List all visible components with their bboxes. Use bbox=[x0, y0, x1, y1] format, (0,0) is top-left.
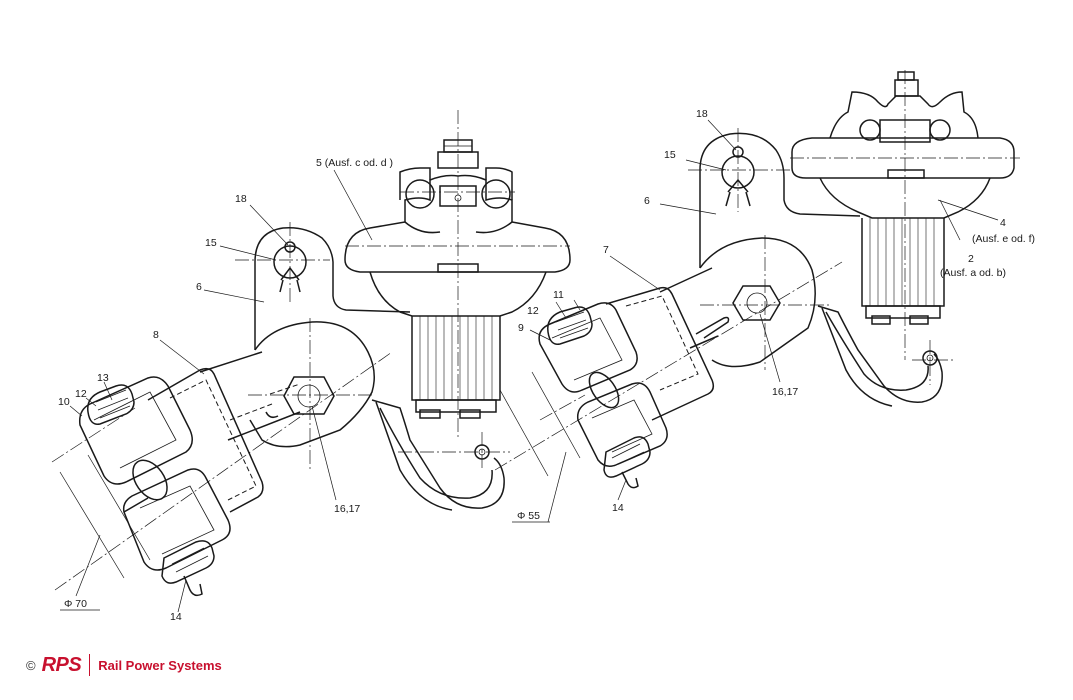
part-labels: 18 15 6 5 (Ausf. c od. d ) 8 13 12 10 16… bbox=[58, 108, 1035, 623]
footer-divider bbox=[89, 654, 91, 676]
label-left-dia70: Φ 70 bbox=[64, 598, 87, 610]
label-right-14: 14 bbox=[612, 502, 624, 514]
label-right-15: 15 bbox=[664, 149, 676, 161]
right-clamp-body-7 bbox=[605, 286, 715, 421]
right-nut-14 bbox=[603, 436, 651, 478]
right-eye-hole bbox=[721, 155, 755, 189]
label-left-5: 5 (Ausf. c od. d ) bbox=[316, 157, 393, 169]
label-left-1617: 16,17 bbox=[334, 503, 360, 515]
label-left-14: 14 bbox=[170, 611, 182, 623]
label-left-6: 6 bbox=[196, 281, 202, 293]
left-assembly bbox=[51, 110, 571, 611]
label-right-9: 9 bbox=[518, 322, 524, 334]
left-bracket-plate bbox=[254, 226, 411, 350]
label-left-18: 18 bbox=[235, 193, 247, 205]
left-bolt-head-13 bbox=[87, 384, 135, 425]
label-right-18: 18 bbox=[696, 108, 708, 120]
left-hook-arm bbox=[371, 399, 505, 509]
label-right-12: 12 bbox=[527, 305, 539, 317]
label-right-6: 6 bbox=[644, 195, 650, 207]
right-clamp-plate bbox=[699, 237, 816, 368]
left-insulator-5-cap bbox=[344, 174, 571, 273]
footer: © RPS Rail Power Systems bbox=[26, 652, 222, 678]
label-left-15: 15 bbox=[205, 237, 217, 249]
right-assembly bbox=[494, 70, 1020, 523]
left-eye-hole bbox=[273, 245, 307, 279]
label-right-dia55: Φ 55 bbox=[517, 510, 540, 522]
right-clamp-jaw-9 bbox=[538, 302, 638, 393]
label-right-4-note: (Ausf. e od. f) bbox=[972, 233, 1035, 245]
right-insulator-shank bbox=[861, 218, 945, 307]
leader-lines bbox=[69, 119, 999, 613]
label-right-2: 2 bbox=[968, 253, 974, 265]
label-left-8: 8 bbox=[153, 329, 159, 341]
left-clamp-plate bbox=[249, 321, 375, 448]
right-diagonal-centerline bbox=[494, 261, 843, 471]
left-clamp-jaw-10 bbox=[78, 376, 193, 485]
right-insulator-cap bbox=[791, 137, 1015, 179]
label-right-4: 4 bbox=[1000, 217, 1006, 229]
left-conductor-section bbox=[132, 459, 168, 501]
right-hook-arm bbox=[817, 305, 943, 403]
rps-logo: RPS bbox=[41, 653, 82, 676]
right-clamp-jaw-lower bbox=[576, 382, 668, 467]
left-diagonal-centerline bbox=[54, 351, 393, 591]
label-right-7: 7 bbox=[603, 244, 609, 256]
label-right-11: 11 bbox=[553, 289, 564, 301]
right-bracket-plate bbox=[699, 132, 861, 268]
label-left-12: 12 bbox=[75, 388, 87, 400]
left-nut-14 bbox=[161, 540, 215, 584]
label-left-10: 10 bbox=[58, 396, 70, 408]
right-hex-bolt bbox=[732, 285, 781, 321]
label-right-2-note: (Ausf. a od. b) bbox=[940, 267, 1006, 279]
right-conductor-section bbox=[588, 371, 620, 409]
left-clamp-body-8 bbox=[147, 367, 264, 513]
label-right-1617: 16,17 bbox=[772, 386, 798, 398]
company-name: Rail Power Systems bbox=[98, 657, 222, 673]
left-hex-bolt bbox=[283, 376, 335, 415]
left-insulator-shank bbox=[411, 316, 501, 401]
right-bolt-head-11 bbox=[547, 306, 593, 345]
left-clamp-jaw-lower bbox=[122, 468, 231, 571]
copyright-symbol: © bbox=[26, 657, 36, 673]
label-left-13: 13 bbox=[97, 372, 109, 384]
